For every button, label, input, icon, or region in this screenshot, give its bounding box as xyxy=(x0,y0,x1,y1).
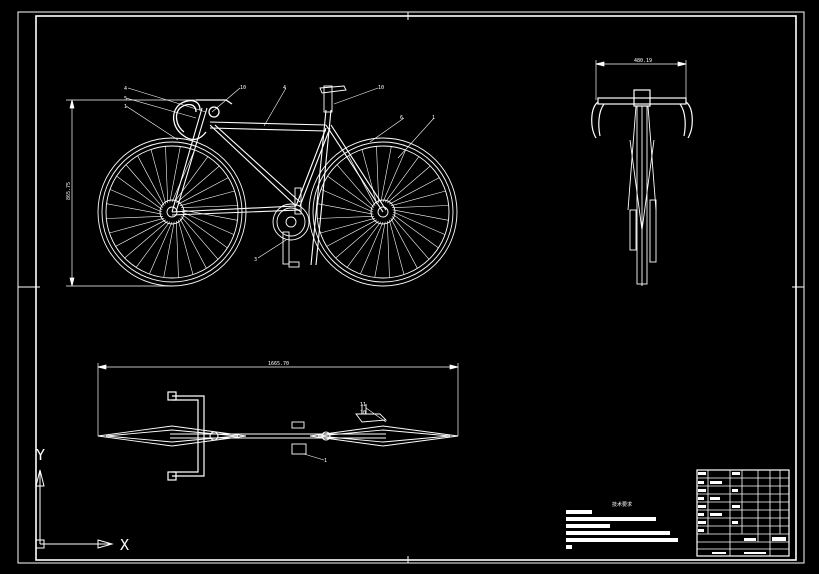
front-view xyxy=(591,60,693,286)
side-height-value: 865.75 xyxy=(66,182,72,200)
spoke xyxy=(390,190,446,207)
top-saddle xyxy=(355,404,388,423)
spoke xyxy=(137,155,165,206)
spoke xyxy=(109,217,165,234)
spoke xyxy=(171,149,195,203)
title-block-fill xyxy=(698,472,786,554)
spoke xyxy=(384,156,420,203)
technical-notes-title: 技术要求 xyxy=(612,501,632,508)
spoke xyxy=(125,164,164,208)
front-width-value: 480.19 xyxy=(634,58,652,64)
spoke xyxy=(317,203,374,215)
spoke xyxy=(180,205,238,208)
spoke xyxy=(116,175,163,211)
spoke xyxy=(327,175,374,211)
spoke xyxy=(390,218,418,269)
spoke xyxy=(176,165,220,204)
sheet-frame xyxy=(17,11,805,564)
balloon-11: 11 xyxy=(360,402,366,408)
spoke xyxy=(149,221,173,275)
spoke xyxy=(392,213,439,249)
spoke xyxy=(389,177,440,205)
spoke xyxy=(181,213,228,249)
top-view-leaders xyxy=(303,407,387,461)
balloon-7: 6 xyxy=(400,115,403,121)
spoke xyxy=(360,221,384,275)
spoke xyxy=(336,164,375,208)
top-frame xyxy=(170,431,386,441)
spoke xyxy=(177,219,194,275)
top-view xyxy=(97,363,459,481)
spoke xyxy=(320,189,374,213)
side-view-leaders xyxy=(125,87,435,259)
spoke xyxy=(317,216,375,219)
spoke xyxy=(387,220,390,278)
overall-length-dimension xyxy=(97,363,459,436)
spoke xyxy=(382,149,406,203)
rear-wheel-spokes xyxy=(106,146,238,278)
spoke xyxy=(320,217,376,234)
top-handlebar xyxy=(167,391,205,481)
spoke xyxy=(335,220,379,259)
spoke xyxy=(176,220,179,278)
top-pedals xyxy=(291,421,307,455)
spoke xyxy=(388,219,405,275)
front-handlebar xyxy=(591,89,693,139)
balloon-10: 1 xyxy=(324,458,327,464)
saddle xyxy=(319,85,347,113)
spoke xyxy=(169,146,181,203)
technical-notes xyxy=(566,510,678,549)
spoke xyxy=(106,216,164,219)
balloon-1: 4 xyxy=(124,86,127,92)
spoke xyxy=(165,146,168,204)
spoke xyxy=(178,177,229,205)
balloon-4: 10 xyxy=(240,85,246,91)
spoke xyxy=(374,221,386,278)
spoke xyxy=(391,205,449,208)
front-wheel xyxy=(308,137,458,287)
balloon-12: 10 xyxy=(360,410,366,416)
balloon-3: 1 xyxy=(124,104,127,110)
spoke xyxy=(163,221,175,278)
spoke xyxy=(179,190,235,207)
spoke xyxy=(181,211,235,235)
spoke xyxy=(106,203,163,215)
spoke xyxy=(109,189,163,213)
side-view xyxy=(66,85,458,287)
handlebar xyxy=(173,99,233,141)
title-block xyxy=(696,469,790,557)
spoke xyxy=(392,209,449,221)
spoke xyxy=(135,221,171,268)
frame xyxy=(171,107,387,266)
balloon-5: 4 xyxy=(283,85,286,91)
spoke xyxy=(326,219,377,247)
spoke xyxy=(173,156,209,203)
crankset xyxy=(272,187,310,268)
balloon-2: 5 xyxy=(124,96,127,102)
front-wheel-spokes xyxy=(317,146,449,278)
balloon-8: 1 xyxy=(432,115,435,121)
spoke xyxy=(380,146,392,203)
spoke xyxy=(150,149,167,205)
top-wheels xyxy=(97,425,459,447)
spoke xyxy=(392,211,446,235)
spoke xyxy=(361,149,378,205)
spoke xyxy=(376,146,379,204)
spoke xyxy=(387,165,431,204)
spoke xyxy=(391,216,430,260)
front-width-dimension xyxy=(595,60,687,100)
spoke xyxy=(346,221,382,268)
front-fork-and-wheel xyxy=(627,105,657,286)
balloon-9: 3 xyxy=(254,257,257,263)
ucs-icon xyxy=(35,469,114,549)
overall-length-value: 1665.70 xyxy=(268,361,289,367)
balloon-6: 10 xyxy=(378,85,384,91)
spoke xyxy=(179,218,207,269)
spoke xyxy=(124,220,168,259)
ucs-x-label: X xyxy=(120,536,129,554)
ucs-y-label: Y xyxy=(36,446,45,464)
spoke xyxy=(115,219,166,247)
spoke xyxy=(180,216,219,260)
